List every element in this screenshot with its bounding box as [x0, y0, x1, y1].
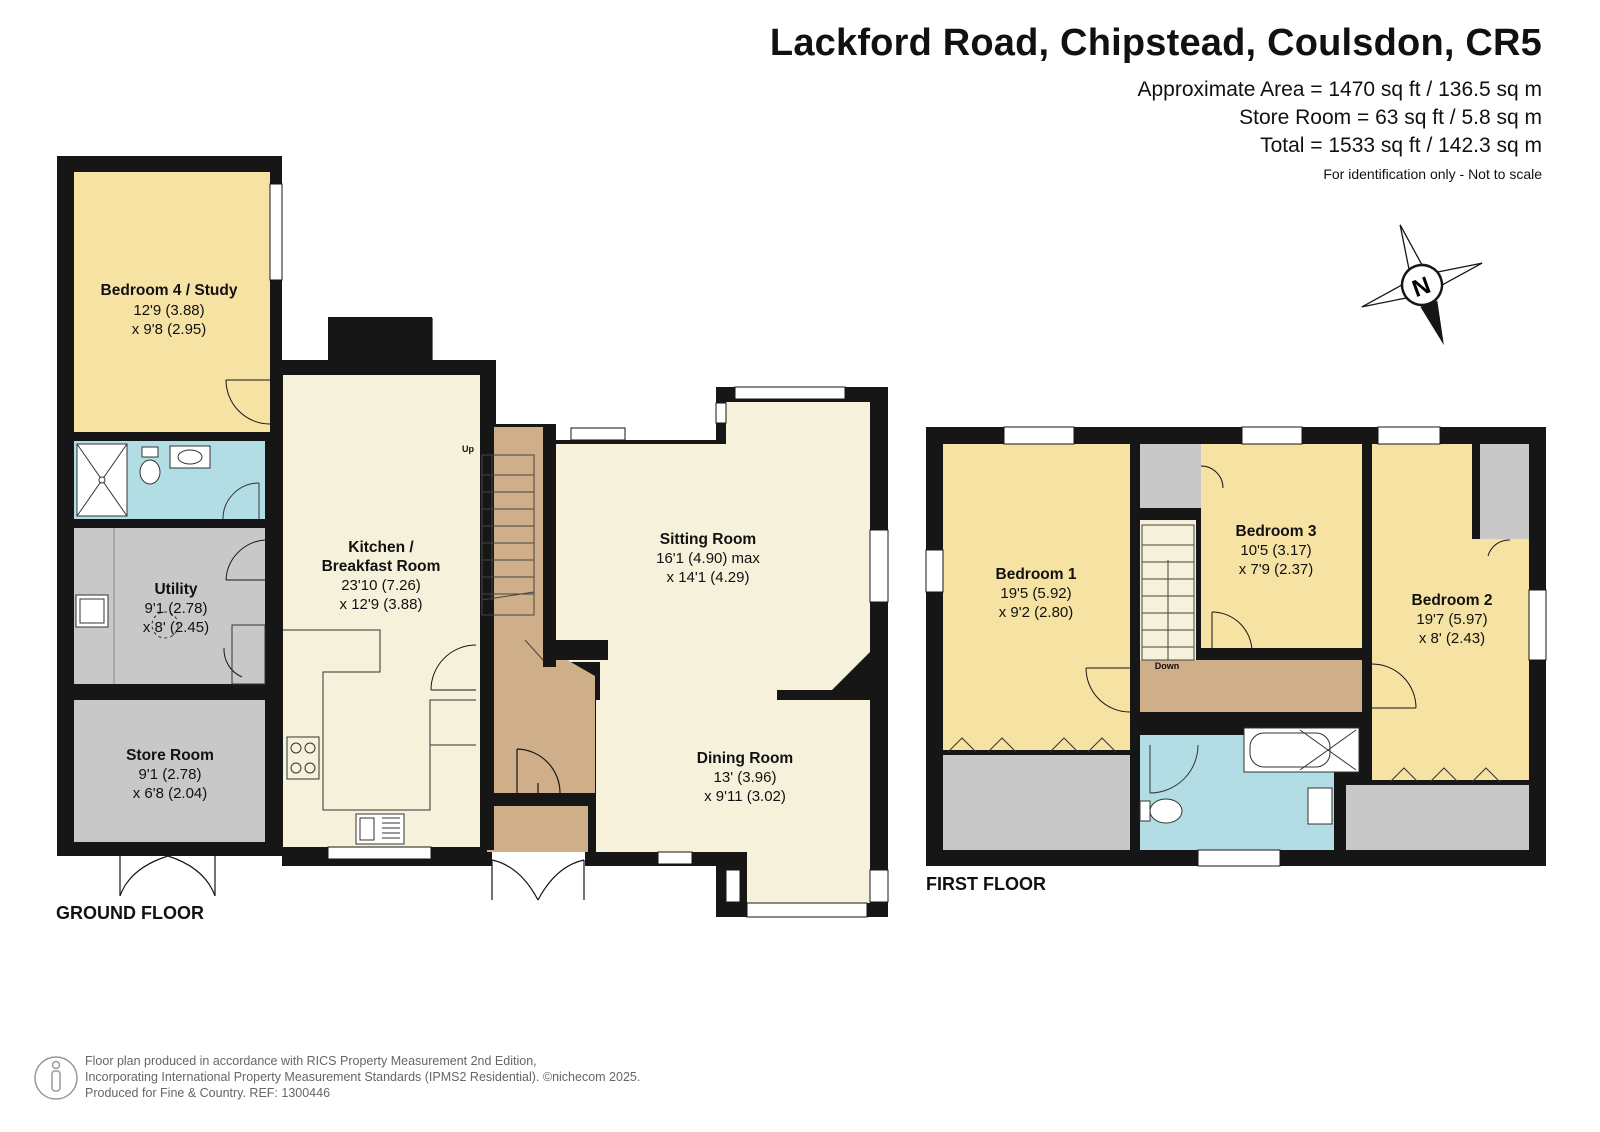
window [869, 529, 889, 603]
utility-fixtures [75, 528, 266, 685]
label-bedroom1-dim1: 19'5 (5.92) [1000, 585, 1071, 602]
label-kitchen-name2: Breakfast Room [322, 558, 441, 575]
french-doors-kitchen [331, 317, 433, 363]
first-floor-label: FIRST FLOOR [926, 874, 1046, 894]
window [269, 183, 283, 281]
label-sitting-dim2: x 14'1 (4.29) [667, 569, 750, 586]
approximate-area: Approximate Area = 1470 sq ft / 136.5 sq… [1137, 78, 1543, 101]
label-store-dim1: 9'1 (2.78) [139, 766, 202, 783]
window [1377, 426, 1441, 445]
label-bedroom3-name: Bedroom 3 [1236, 523, 1317, 540]
plan-title: Lackford Road, Chipstead, Coulsdon, CR5 [769, 22, 1542, 64]
first-floor-plan [925, 426, 1547, 867]
stairs-down-label: Down [1155, 661, 1180, 671]
room-store [74, 700, 265, 842]
compass-icon [1361, 224, 1483, 346]
label-bedroom4-dim1: 12'9 (3.88) [133, 302, 204, 319]
label-sitting-name: Sitting Room [660, 531, 756, 548]
kitchen-counters [283, 629, 476, 845]
window [1197, 849, 1281, 867]
window [657, 851, 693, 865]
window [925, 549, 944, 593]
window [1241, 426, 1303, 445]
french-doors-store [119, 855, 216, 897]
label-sitting-dim1: 16'1 (4.90) max [656, 550, 760, 567]
label-bedroom2-dim1: 19'7 (5.97) [1416, 611, 1487, 628]
ground-floor-plan [57, 156, 889, 918]
window [1528, 589, 1547, 661]
total-area: Total = 1533 sq ft / 142.3 sq m [1260, 134, 1542, 157]
porch [487, 806, 588, 852]
label-dining-name: Dining Room [697, 750, 793, 767]
label-bedroom4-dim2: x 9'8 (2.95) [132, 321, 207, 338]
label-bedroom1-name: Bedroom 1 [996, 566, 1077, 583]
porch-doors [491, 748, 585, 901]
window [715, 402, 727, 424]
window [734, 386, 846, 400]
label-bedroom1-dim2: x 9'2 (2.80) [999, 604, 1074, 621]
label-kitchen-name1: Kitchen / [348, 539, 414, 556]
window [570, 427, 626, 441]
stairs-ground [481, 454, 544, 661]
room-bedroom3 [1201, 444, 1362, 648]
footer-line-2: Incorporating International Property Mea… [85, 1070, 641, 1084]
label-dining-dim2: x 9'11 (3.02) [704, 788, 786, 805]
window [1003, 426, 1075, 445]
porch-lower [492, 852, 585, 900]
first-floor-doors [1085, 465, 1511, 713]
wardrobe-doors [947, 737, 1501, 783]
ground-floor-label: GROUND FLOOR [56, 903, 204, 923]
ensuite-fixtures [76, 443, 260, 520]
stairs-first [1141, 524, 1195, 661]
footer-line-3: Produced for Fine & Country. REF: 130044… [85, 1086, 331, 1100]
bathroom-fixtures [1139, 727, 1360, 825]
label-utility-name: Utility [154, 581, 197, 598]
label-dining-dim1: 13' (3.96) [714, 769, 777, 786]
room-sitting-dining [556, 402, 870, 903]
room-bedroom4 [74, 172, 270, 432]
label-store-name: Store Room [126, 747, 214, 764]
window [746, 902, 868, 918]
store-room-area: Store Room = 63 sq ft / 5.8 sq m [1239, 106, 1542, 129]
label-kitchen-dim1: 23'10 (7.26) [341, 577, 421, 594]
window [869, 869, 889, 903]
bedroom1-wardrobe [943, 754, 1130, 850]
label-utility-dim2: x 8' (2.45) [143, 619, 209, 636]
label-bedroom3-dim2: x 7'9 (2.37) [1239, 561, 1314, 578]
footer-credits: Floor plan produced in accordance with R… [85, 1053, 640, 1101]
disclaimer-note: For identification only - Not to scale [1323, 166, 1542, 182]
label-store-dim2: x 6'8 (2.04) [133, 785, 208, 802]
hall-ground [480, 427, 595, 793]
interior-doors [223, 379, 477, 691]
label-bedroom2-name: Bedroom 2 [1412, 592, 1493, 609]
stairs-up-label: Up [462, 444, 474, 454]
label-utility-dim1: 9'1 (2.78) [145, 600, 208, 617]
label-bedroom2-dim2: x 8' (2.43) [1419, 630, 1485, 647]
landing [1140, 660, 1362, 712]
label-kitchen-dim2: x 12'9 (3.88) [340, 596, 423, 613]
window [327, 846, 432, 860]
label-bedroom4-name: Bedroom 4 / Study [101, 282, 238, 299]
bedroom2-wardrobe [1346, 784, 1529, 850]
label-bedroom3-dim1: 10'5 (3.17) [1240, 542, 1311, 559]
window [725, 869, 741, 903]
landing-cupboard [1140, 444, 1201, 508]
footer-line-1: Floor plan produced in accordance with R… [85, 1054, 537, 1068]
person-logo-icon [34, 1056, 78, 1100]
bedroom2-cupboard [1480, 444, 1529, 539]
room-bedroom1 [943, 444, 1130, 754]
